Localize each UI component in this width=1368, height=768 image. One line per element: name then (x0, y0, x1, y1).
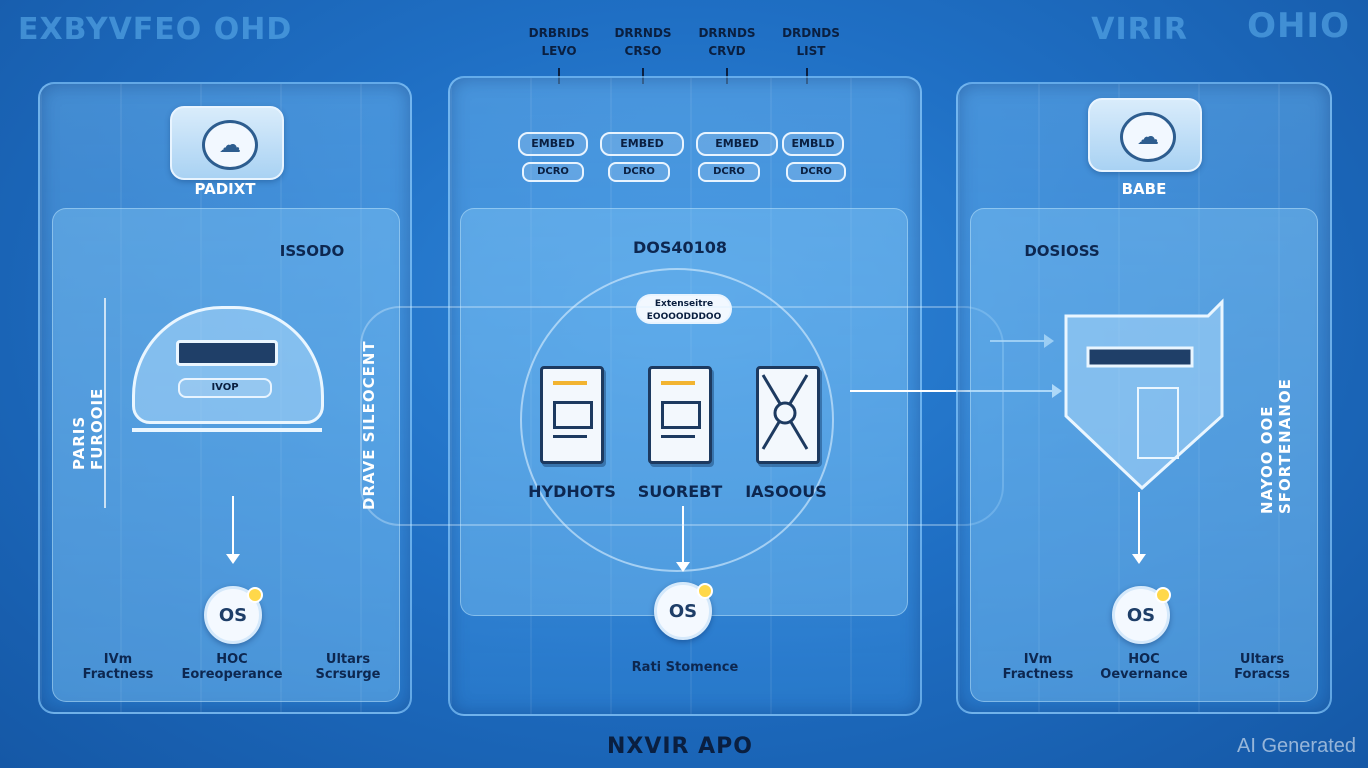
right-bottom-1-line1: IVm (1023, 652, 1053, 667)
brand-top-left: EXBYVFEO OHD (18, 12, 293, 47)
center-pill-2-bottom: DCRO (608, 162, 670, 182)
left-vertical-text-1: PARIS FUROOIE (70, 387, 106, 470)
left-device: IVOP (132, 306, 324, 436)
center-to-right-arrow (850, 384, 1062, 398)
left-panel: ☁ PADIXT ISSODO PARIS FUROOIE DRAVE SILE… (38, 82, 412, 714)
left-bottom-1: IVm Fractness (68, 652, 168, 682)
doc-2-icon (648, 366, 712, 464)
center-subtitle: DOS40108 (632, 238, 728, 257)
doc-3-icon (756, 366, 820, 464)
brand-top-right: VIRIR (1091, 12, 1188, 47)
right-badge-text: OS (1126, 604, 1156, 626)
doc-2-box (661, 401, 701, 429)
center-info-pill-line1: Extenseitre (654, 299, 714, 309)
center-arrow-down (676, 506, 690, 572)
doc-1-line (553, 435, 587, 438)
right-subtitle: DOSIOSS (1024, 242, 1100, 260)
right-bottom-2-line1: HOC (1128, 652, 1160, 667)
right-vertical-text: NAYOO OOE SFORTENANOE (1258, 378, 1294, 514)
doc-1-icon (540, 366, 604, 464)
top-tag-2: DRRNDS CRSO (604, 24, 682, 60)
connector-band (360, 306, 1004, 526)
right-in-arrow (990, 334, 1054, 348)
left-bottom-1-line1: IVm (103, 652, 133, 667)
doc-1-bar (553, 381, 587, 385)
top-tag-4-line2: LIST (796, 44, 826, 58)
left-subtitle: ISSODO (279, 242, 345, 260)
center-pill-4-top: EMBLD (782, 132, 844, 156)
right-bottom-3-line2: Foracss (1234, 667, 1290, 682)
center-pill-4-bottom: DCRO (786, 162, 846, 182)
center-info-pill-line2: EOOOODDDOO (646, 312, 722, 322)
left-bottom-3-line1: Ultars (325, 652, 371, 667)
center-pill-1-bottom: DCRO (522, 162, 584, 182)
right-badge: OS (1112, 586, 1171, 644)
left-bottom-3: Ultars Scrsurge (298, 652, 398, 682)
right-bottom-2: HOC Oevernance (1088, 652, 1200, 682)
top-tag-4: DRDNDS LIST (772, 24, 850, 60)
left-device-label: IVOP (178, 378, 272, 398)
top-tag-3-line2: CRVD (708, 44, 746, 58)
right-panel: ☁ BABE DOSIOSS NAYOO OOE SFORTENANOE OS … (956, 82, 1332, 714)
top-tag-2-line1: DRRNDS (614, 26, 672, 40)
top-tag-4-line1: DRDNDS (782, 26, 840, 40)
top-tag-3: DRRNDS CRVD (688, 24, 766, 60)
left-divider-1 (104, 298, 106, 508)
footer-logo: NXVIR APO (606, 734, 754, 759)
left-badge-dot (247, 587, 263, 603)
cloud-gear-icon: ☁ (202, 120, 258, 170)
right-bottom-3: Ultars Foracss (1212, 652, 1312, 682)
center-badge-text: OS (668, 600, 698, 622)
doc-3-label: IASOOUS (745, 482, 827, 501)
doc-2-line (661, 435, 695, 438)
top-tag-3-line1: DRRNDS (698, 26, 756, 40)
left-arrow-down (226, 496, 240, 564)
center-pill-1-top: EMBED (518, 132, 588, 156)
center-pill-3-top: EMBED (696, 132, 778, 156)
center-badge-dot (697, 583, 713, 599)
right-badge-dot (1155, 587, 1171, 603)
right-bottom-1: IVm Fractness (988, 652, 1088, 682)
right-bottom-2-line2: Oevernance (1100, 667, 1188, 682)
brand-top-right-2: OHIO (1247, 6, 1350, 46)
doc-2-label: SUOREBT (637, 482, 723, 501)
left-bottom-3-line2: Scrsurge (315, 667, 381, 682)
center-panel: EMBED DCRO EMBED DCRO EMBED DCRO EMBLD D… (448, 76, 922, 716)
doc-1-box (553, 401, 593, 429)
center-pill-2-top: EMBED (600, 132, 684, 156)
left-badge: OS (204, 586, 263, 644)
left-bottom-2: HOC Eoreoperance (176, 652, 288, 682)
right-cloud: ☁ (1088, 98, 1202, 172)
right-title: BABE (1121, 180, 1167, 198)
center-bottom-label: Rati Stomence (631, 660, 739, 675)
center-info-pill: Extenseitre EOOOODDDOO (636, 294, 732, 324)
top-tag-1: DRBRIDS LEVO (520, 24, 598, 60)
left-cloud: ☁ (170, 106, 284, 180)
center-badge: OS (654, 582, 713, 640)
right-bottom-3-line1: Ultars (1239, 652, 1285, 667)
left-bottom-2-line1: HOC (216, 652, 248, 667)
watermark: AI Generated (1237, 735, 1356, 757)
right-bottom-1-line2: Fractness (1002, 667, 1074, 682)
top-tag-2-line2: CRSO (624, 44, 662, 58)
right-arrow-down (1132, 492, 1146, 564)
cloud-gear-icon: ☁ (1120, 112, 1176, 162)
top-tag-1-line2: LEVO (541, 44, 577, 58)
left-badge-text: OS (218, 604, 248, 626)
center-pill-3-bottom: DCRO (698, 162, 760, 182)
top-tag-1-line1: DRBRIDS (528, 26, 590, 40)
left-bottom-2-line2: Eoreoperance (181, 667, 283, 682)
left-title: PADIXT (194, 180, 256, 198)
doc-2-bar (661, 381, 695, 385)
right-device (1058, 296, 1226, 492)
left-bottom-1-line2: Fractness (82, 667, 154, 682)
doc-1-label: HYDHOTS (528, 482, 616, 501)
